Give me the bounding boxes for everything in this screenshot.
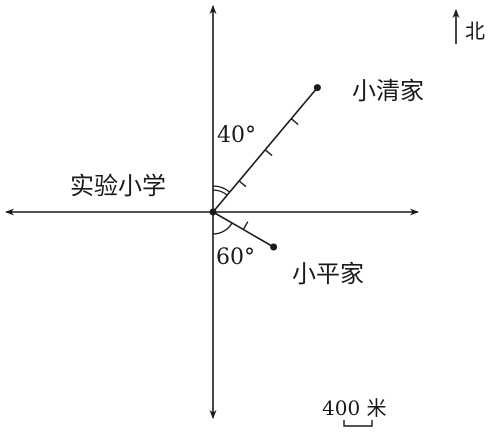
angle-label-xiaoping: 60° bbox=[216, 245, 255, 270]
angle-arc bbox=[212, 189, 228, 196]
place-label-xiaoqing: 小清家 bbox=[352, 77, 424, 105]
place-point bbox=[270, 243, 278, 251]
ray-xiaoping: 小平家 60° bbox=[212, 211, 364, 288]
ray-xiaoqing: 小清家 40° bbox=[212, 77, 424, 213]
angle-label-xiaoqing: 40° bbox=[217, 123, 256, 148]
place-label-xiaoping: 小平家 bbox=[292, 260, 364, 288]
ray-tick bbox=[264, 149, 273, 157]
ray-tick bbox=[238, 180, 247, 188]
place-point bbox=[313, 84, 321, 92]
north-label: 北 bbox=[465, 19, 485, 43]
origin-label: 实验小学 bbox=[70, 172, 166, 200]
angle-arc-inner bbox=[212, 185, 231, 193]
ray-tick bbox=[242, 221, 249, 230]
scale-bar: 400 米 bbox=[322, 396, 387, 427]
scale-segment bbox=[343, 420, 373, 427]
scale-label: 400 米 bbox=[322, 396, 387, 420]
angle-arc bbox=[212, 222, 233, 235]
north-indicator: 北 bbox=[452, 9, 485, 44]
ray-ticks bbox=[238, 118, 299, 188]
ray-tick bbox=[290, 118, 299, 126]
ray-ticks bbox=[242, 221, 249, 230]
